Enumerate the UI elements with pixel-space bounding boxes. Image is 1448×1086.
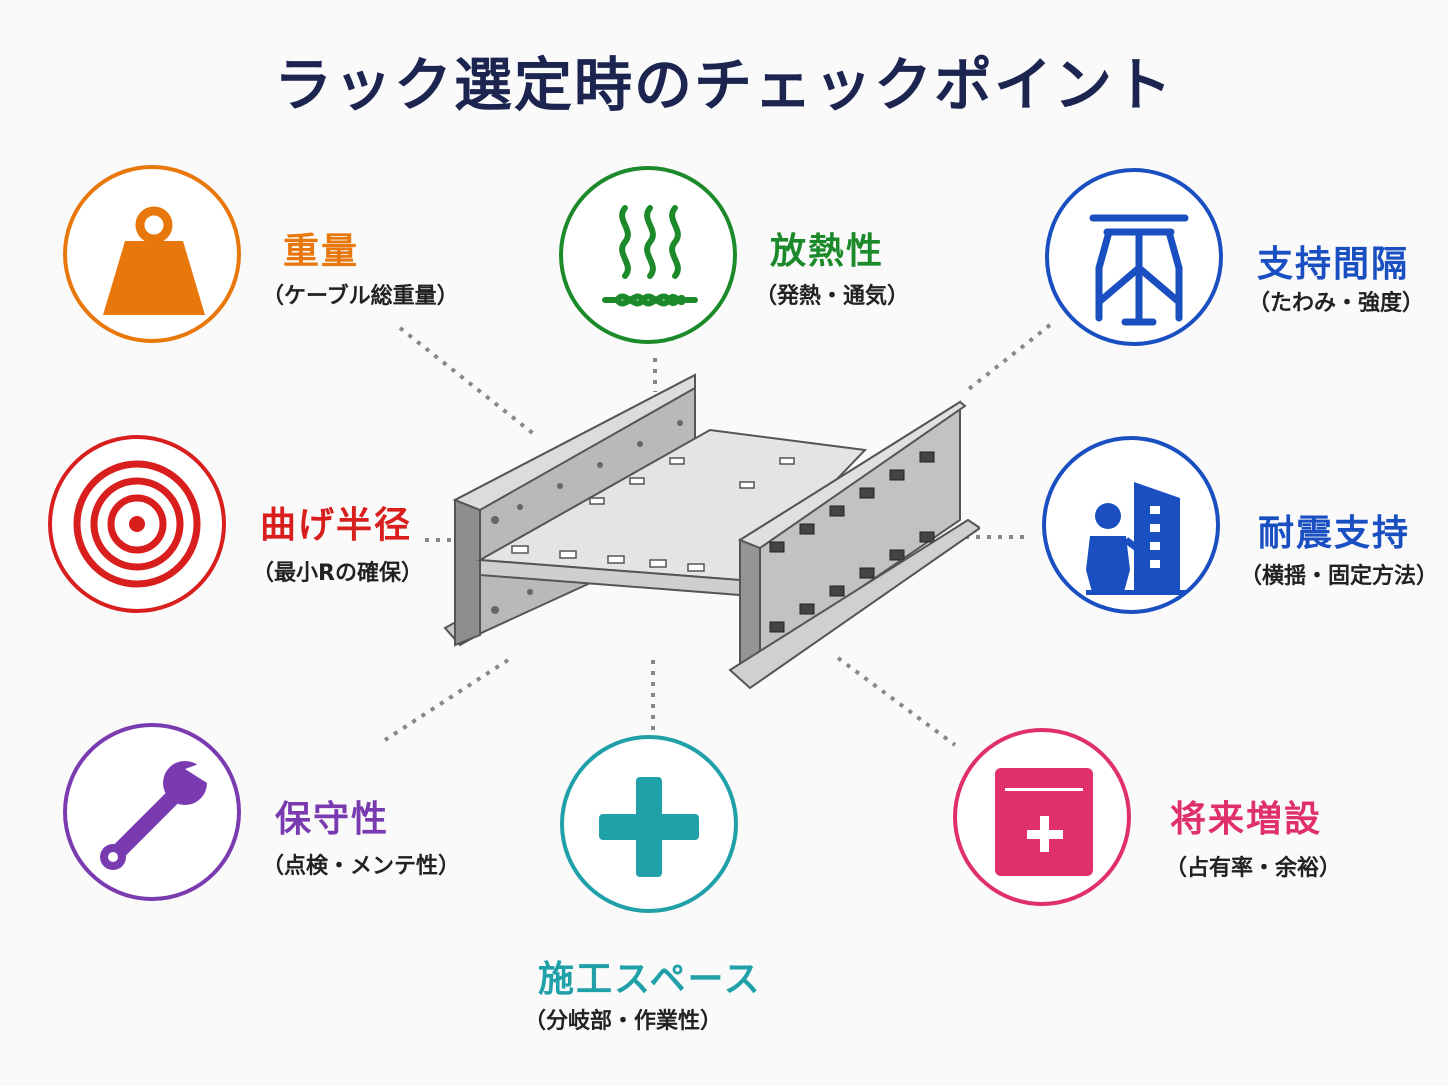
maint-label: 保守性 — [275, 799, 390, 840]
space-label: 施工スペース — [538, 959, 762, 1000]
connector-support — [963, 323, 1052, 394]
building-worker-icon — [1086, 482, 1186, 595]
cable-rack-illustration — [443, 373, 980, 690]
weight-sublabel: （ケーブル総重量） — [262, 284, 459, 309]
weight-circle — [63, 165, 241, 343]
support-circle — [1045, 168, 1223, 346]
connector-maint — [383, 658, 510, 742]
page-title: ラック選定時のチェックポイント — [273, 51, 1174, 119]
support-sublabel: （たわみ・強度） — [1248, 291, 1425, 316]
seismic-label: 耐震支持 — [1258, 513, 1411, 554]
heat-sublabel: （発熱・通気） — [755, 284, 910, 309]
heat-label: 放熱性 — [770, 231, 885, 272]
seismic-circle — [1042, 436, 1220, 614]
future-circle — [953, 728, 1131, 906]
future-label: 将来増設 — [1170, 799, 1323, 840]
concentric-circles-icon — [73, 460, 201, 588]
bend-label: 曲げ半径 — [260, 505, 413, 546]
wrench-icon — [100, 761, 207, 870]
maint-circle — [63, 723, 241, 901]
maint-sublabel: （点検・メンテ性） — [262, 854, 461, 879]
future-sublabel: （占有率・余裕） — [1165, 856, 1342, 881]
seismic-sublabel: （横揺・固定方法） — [1240, 564, 1439, 589]
plus-icon — [599, 777, 699, 877]
bend-circle — [48, 435, 226, 613]
weight-label: 重量 — [283, 231, 360, 272]
heat-circle — [559, 166, 737, 344]
support-stand-icon — [1089, 214, 1189, 326]
space-sublabel: （分岐部・作業性） — [524, 1009, 723, 1034]
add-box-icon — [995, 768, 1093, 876]
connector-future — [836, 656, 957, 747]
space-circle — [560, 735, 738, 913]
bend-sublabel: （最小Rの確保） — [252, 561, 423, 586]
connector-weight — [398, 326, 537, 437]
heat-waves-icon — [602, 205, 698, 307]
weight-icon — [103, 206, 205, 315]
support-label: 支持間隔 — [1257, 244, 1410, 285]
